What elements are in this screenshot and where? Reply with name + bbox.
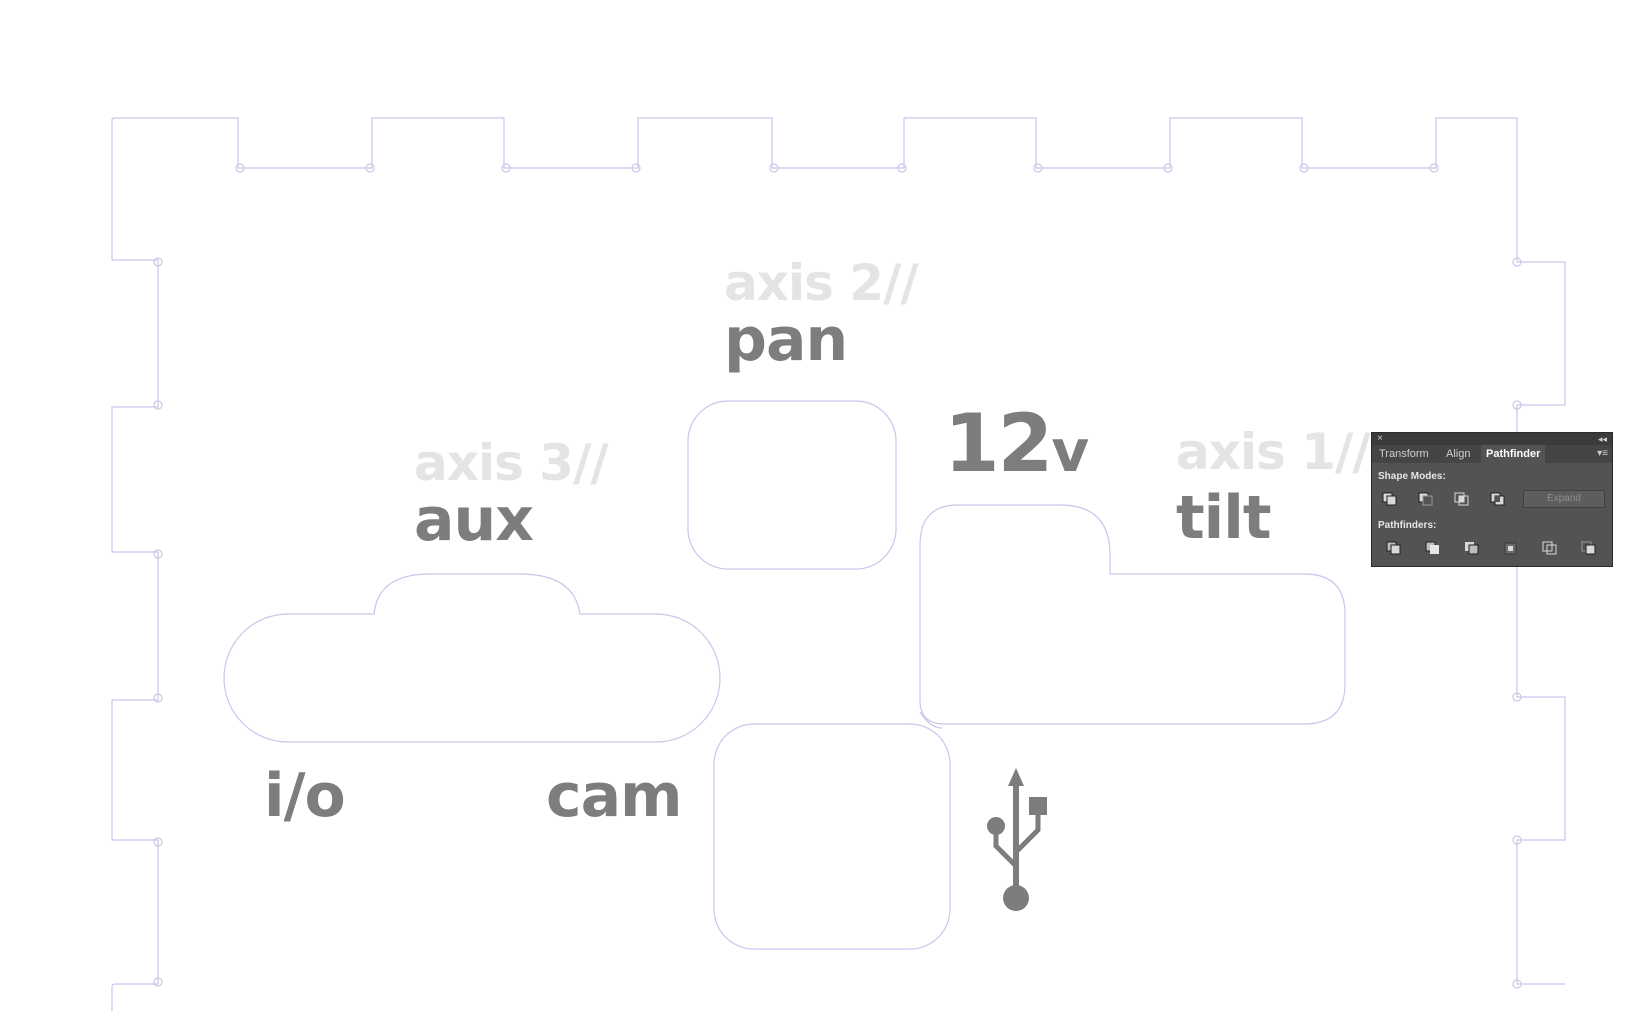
pan-cutout <box>687 400 897 570</box>
crop-icon[interactable] <box>1501 539 1521 557</box>
pan-label: pan <box>724 305 848 375</box>
axis-1-label: axis 1// <box>1176 423 1371 481</box>
tilt-label: tilt <box>1176 483 1271 553</box>
panel-tabs: Transform Align Pathfinder ▾≡ <box>1372 445 1612 463</box>
merge-icon[interactable] <box>1462 539 1482 557</box>
pathfinders-label: Pathfinders: <box>1378 520 1437 531</box>
divide-icon[interactable] <box>1384 539 1404 557</box>
expand-button[interactable]: Expand <box>1523 490 1605 508</box>
junction-notch <box>919 711 943 729</box>
shape-modes-label: Shape Modes: <box>1378 471 1446 482</box>
minus-back-icon[interactable] <box>1579 539 1599 557</box>
tab-pathfinder[interactable]: Pathfinder <box>1481 445 1546 463</box>
cam-cutout <box>713 723 951 950</box>
12v-unit: v <box>1051 417 1089 485</box>
cam-label: cam <box>546 761 683 831</box>
collapse-icon[interactable]: ◂◂ <box>1597 434 1607 444</box>
intersect-icon[interactable] <box>1452 490 1472 508</box>
io-label: i/o <box>264 761 346 831</box>
outline-icon[interactable] <box>1540 539 1560 557</box>
trim-icon[interactable] <box>1423 539 1443 557</box>
exclude-icon[interactable] <box>1488 490 1508 508</box>
minus-front-icon[interactable] <box>1416 490 1436 508</box>
pathfinder-panel[interactable]: × ◂◂ Transform Align Pathfinder ▾≡ Shape… <box>1371 432 1613 567</box>
aux-cutout <box>223 573 721 743</box>
relief-circles <box>153 163 1522 989</box>
panel-outline <box>111 117 1566 1011</box>
aux-label: aux <box>414 485 534 555</box>
usb-icon <box>987 768 1047 911</box>
tab-transform[interactable]: Transform <box>1379 448 1429 460</box>
close-icon[interactable]: × <box>1377 433 1383 444</box>
panel-titlebar[interactable]: × ◂◂ <box>1372 433 1612 445</box>
unite-icon[interactable] <box>1380 490 1400 508</box>
panel-menu-icon[interactable]: ▾≡ <box>1597 448 1608 459</box>
12v-number: 12 <box>944 397 1053 490</box>
axis-2-label: axis 2// <box>724 254 919 312</box>
tilt-cutout <box>919 504 1346 725</box>
axis-3-label: axis 3// <box>414 434 609 492</box>
12v-label: 12v <box>944 404 1089 485</box>
tab-align[interactable]: Align <box>1446 448 1471 460</box>
